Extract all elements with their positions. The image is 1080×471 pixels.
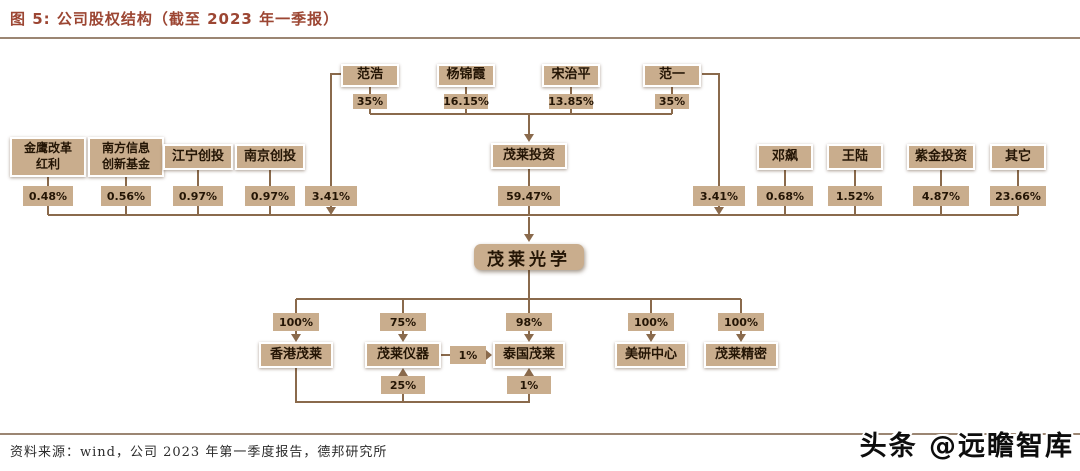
pct-meiyan-center: 100% <box>628 313 674 331</box>
pct-maolai-yiqi: 75% <box>380 313 426 331</box>
figure-title: 图 5: 公司股权结构（截至 2023 年一季报） <box>10 10 340 28</box>
pct-jiangning: 0.97% <box>173 186 223 206</box>
pct-zijin: 4.87% <box>913 186 969 206</box>
title-rule <box>0 37 1080 39</box>
pct-yiqi-to-thai: 1% <box>450 346 486 364</box>
pct-hk-maolai: 100% <box>273 313 319 331</box>
pct-deng-biao: 0.68% <box>757 186 813 206</box>
node-meiyan-center: 美研中心 <box>615 342 687 368</box>
pct-maolai-jingmi: 100% <box>718 313 764 331</box>
node-maolai-guangxue: 茂莱光学 <box>474 244 584 270</box>
pct-song-zhi-ping: 13.85% <box>548 94 594 109</box>
pct-fan-hao-direct: 3.41% <box>305 186 357 206</box>
pct-hk-to-yiqi: 25% <box>381 376 425 394</box>
node-nanjing-chuangtou: 南京创投 <box>235 144 305 170</box>
node-thai-maolai: 泰国茂莱 <box>493 342 565 368</box>
node-fan-hao: 范浩 <box>341 64 399 87</box>
pct-nanfang: 0.56% <box>101 186 151 206</box>
source-note: 资料来源：wind，公司 2023 年第一季度报告，德邦研究所 <box>10 445 388 460</box>
node-maolai-yiqi: 茂莱仪器 <box>365 342 441 368</box>
pct-nanjing: 0.97% <box>245 186 295 206</box>
pct-maolai-touzi: 59.47% <box>498 186 560 206</box>
pct-wang-lu: 1.52% <box>828 186 882 206</box>
node-song-zhi-ping: 宋治平 <box>542 64 600 87</box>
pct-hk-to-thai: 1% <box>507 376 551 394</box>
pct-fan-yi-direct: 3.41% <box>693 186 745 206</box>
node-qita: 其它 <box>990 144 1046 170</box>
node-fan-yi: 范一 <box>643 64 701 87</box>
pct-qita: 23.66% <box>990 186 1046 206</box>
node-jinying-gaige-hongli: 金鹰改革 红利 <box>10 137 86 177</box>
pct-yang-jin-xia: 16.15% <box>443 94 489 109</box>
node-hk-maolai: 香港茂莱 <box>259 342 333 368</box>
footer-rule <box>0 433 1080 435</box>
node-jiangning-chuangtou: 江宁创投 <box>163 144 233 170</box>
node-maolai-touzi: 茂莱投资 <box>491 143 567 169</box>
node-yang-jin-xia: 杨锦霞 <box>437 64 495 87</box>
pct-jinying: 0.48% <box>23 186 73 206</box>
node-deng-biao: 邓飙 <box>757 144 813 170</box>
pct-fan-hao-holding: 35% <box>353 94 387 109</box>
pct-thai-maolai: 98% <box>506 313 552 331</box>
node-nanfang-xinxi-fund: 南方信息 创新基金 <box>88 137 164 177</box>
node-maolai-jingmi: 茂莱精密 <box>704 342 778 368</box>
watermark: 头条 @远瞻智库 <box>859 431 1074 462</box>
pct-fan-yi-holding: 35% <box>655 94 689 109</box>
node-zijin-touzi: 紫金投资 <box>907 144 975 170</box>
node-wang-lu: 王陆 <box>827 144 883 170</box>
